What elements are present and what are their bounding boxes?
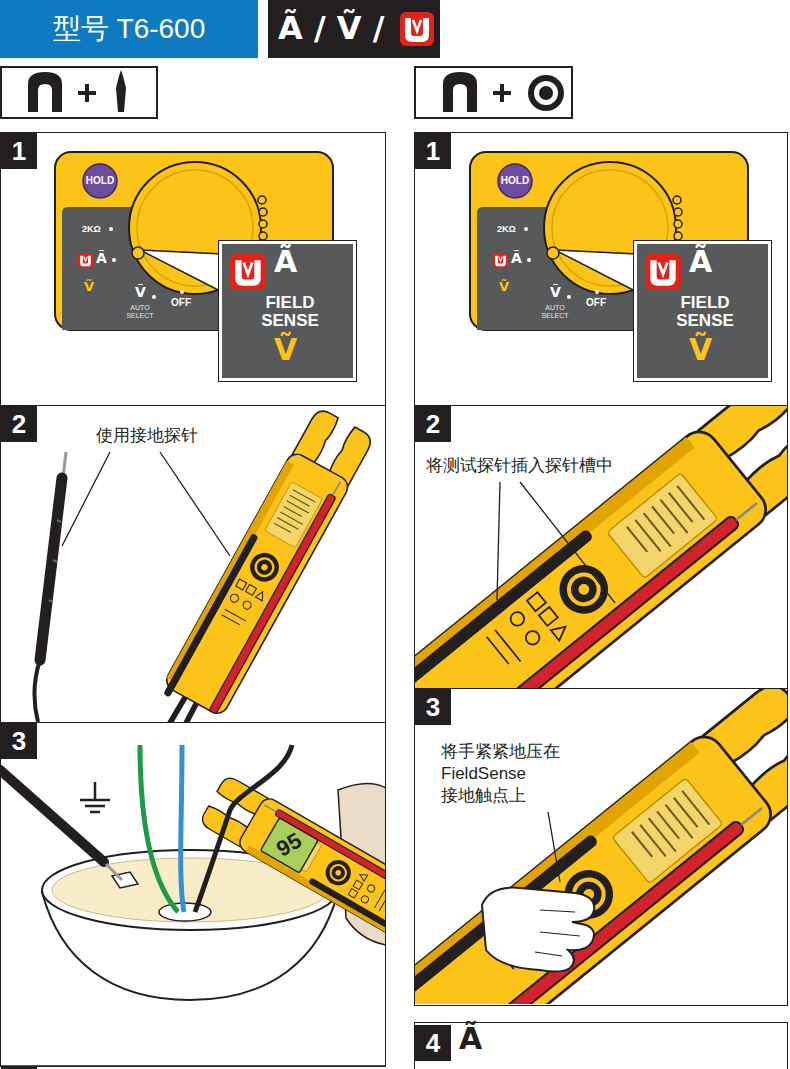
instruction-text: 将测试探针插入探针槽中 (426, 456, 613, 476)
method-header-left-part (78, 84, 96, 102)
bowl-scene-part (181, 745, 184, 912)
step-number: 2 (1, 406, 37, 442)
method-header-left-part (28, 72, 62, 112)
probe-and-tester-part (34, 660, 40, 722)
voltage-symbol: Ṽ (689, 332, 712, 368)
method-header-right-part (539, 86, 553, 100)
dial-label: AUTO SELECT (539, 304, 571, 320)
dial-label: 2KΩ (497, 224, 516, 235)
dial-label: Ã (96, 250, 107, 267)
dial-label: OFF (586, 297, 606, 309)
step-panel: 1ÃFIELD SENSEṼ (0, 132, 386, 406)
bowl-scene-part (80, 782, 110, 812)
dial-label: OFF (171, 297, 191, 309)
instruction-text: 将手紧紧地压在 FieldSense 接地触点上 (441, 741, 573, 807)
method-header-right-part (415, 67, 572, 118)
mode-header (268, 0, 440, 58)
meter-illustration (470, 152, 770, 380)
hold-button-label: HOLD (498, 175, 532, 187)
dial-label: Ṽ (84, 279, 94, 295)
mode-header-part (268, 0, 440, 58)
bowl-scene-part (106, 864, 122, 880)
bowl-scene-part-part (198, 773, 385, 991)
tester-closeup-part (497, 482, 615, 603)
meter-illustration (55, 152, 355, 380)
probe-and-tester-part (132, 406, 376, 722)
method-header-right-part (534, 81, 558, 105)
current-symbol: Ã (459, 1021, 482, 1057)
step-panel: 4Ã (414, 1022, 788, 1069)
mode-inset: Ã FIELD SENSEṼ (219, 241, 356, 381)
dial-label: Ṽ (499, 279, 509, 295)
tester-closeup-part (415, 406, 787, 688)
probe-and-tester-part (49, 520, 61, 602)
tester-closeup (415, 406, 787, 688)
step-number: 4 (415, 1025, 451, 1061)
step-panel: 2 使用接地探针 (0, 405, 386, 723)
bowl-scene (1, 745, 385, 1000)
mode-inset: Ã FIELD SENSEṼ (634, 241, 771, 381)
probe-and-tester-part (62, 452, 230, 556)
dial-label: Ṽ (135, 284, 146, 301)
voltage-symbol: Ṽ (274, 332, 297, 368)
step-panel: 3 将手紧紧地压在 FieldSense 接地触点上 (414, 688, 788, 1006)
title-text: 型号 T6-600 (53, 10, 206, 48)
step-number: 3 (415, 689, 451, 725)
probe-and-tester-part (40, 478, 62, 660)
step-panel: 2 将测试探针插入探针槽中 (414, 405, 788, 689)
instruction-text: 使用接地探针 (96, 426, 198, 446)
method-header-right-part (493, 84, 511, 102)
tester-with-hand (415, 689, 787, 1004)
meter-illustration-part (470, 152, 770, 380)
dial-label: 2KΩ (82, 224, 101, 235)
meter-illustration-part (55, 152, 355, 380)
bowl-scene-part (195, 745, 292, 912)
bowl-scene-part (140, 745, 178, 912)
probe-and-tester (34, 406, 375, 722)
method-header-left-part (116, 70, 126, 112)
tester-with-hand-part (548, 812, 560, 882)
tester-with-hand-part (535, 910, 580, 956)
step-number: 2 (415, 406, 451, 442)
method-header-left (1, 67, 157, 118)
display-reading: 95 (272, 828, 306, 863)
dial-label: Ã (511, 250, 522, 267)
step-number: 3 (1, 723, 37, 759)
method-header-right-part (528, 75, 564, 111)
method-header-right-part (443, 72, 477, 112)
tester-with-hand-part (415, 689, 787, 1004)
hold-button-label: HOLD (83, 175, 117, 187)
step-panel: 3 (0, 722, 386, 1067)
method-header-right (415, 67, 572, 118)
step-panel: 1ÃFIELD SENSEṼ (414, 132, 788, 406)
current-symbol: Ã (274, 244, 297, 280)
dial-label: AUTO SELECT (124, 304, 156, 320)
mode-header-part (400, 12, 434, 46)
current-symbol: Ã (689, 244, 712, 280)
step-number: 1 (1, 133, 37, 169)
step-number: 1 (415, 133, 451, 169)
bowl-scene-part-part (261, 818, 319, 873)
dial-label: Ṽ (550, 284, 561, 301)
mode-symbols: Ã / Ṽ / (278, 6, 384, 50)
bowl-scene-part (1, 770, 104, 862)
title-band: 型号 T6-600 (0, 0, 258, 58)
method-header-left-part (1, 67, 157, 118)
fieldsense-label: FIELD SENSE (651, 294, 759, 330)
bowl-scene-part (198, 773, 385, 991)
fieldsense-label: FIELD SENSE (236, 294, 344, 330)
tester-with-hand-part (482, 888, 594, 972)
